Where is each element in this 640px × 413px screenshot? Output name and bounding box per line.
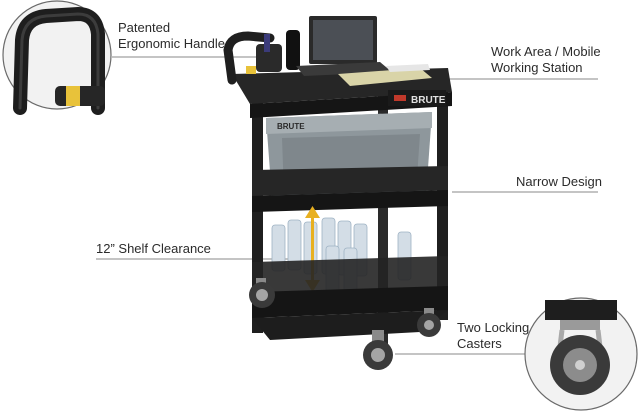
brand-mark: BRUTE <box>411 95 446 106</box>
handle-detail-circle <box>2 0 112 115</box>
callout-narrow-text: Narrow Design <box>516 174 602 189</box>
handle-band-icon <box>66 86 80 106</box>
callout-casters-line1: Two Locking <box>457 320 530 335</box>
callout-casters-line2: Casters <box>457 336 502 351</box>
callout-handle-line1: Patented <box>118 20 171 35</box>
bin-mark: BRUTE <box>277 122 305 131</box>
callout-narrow-label: Narrow Design <box>516 174 602 190</box>
callout-casters-label: Two Locking Casters <box>457 320 529 352</box>
callout-work-area-label: Work Area / Mobile Working Station <box>491 44 601 76</box>
callout-handle-line2: Ergonomic Handle <box>118 36 225 51</box>
callout-shelf-label: 12” Shelf Clearance <box>96 241 211 257</box>
callout-work-area-line1: Work Area / Mobile <box>491 44 601 59</box>
casters <box>249 278 441 370</box>
caster-detail-circle <box>524 297 638 411</box>
callout-work-area-line2: Working Station <box>491 60 583 75</box>
callout-handle-label: Patented Ergonomic Handle <box>118 20 225 52</box>
utility-cart: BRUTE BRUTE <box>223 16 452 370</box>
callout-shelf-text: 12” Shelf Clearance <box>96 241 211 256</box>
